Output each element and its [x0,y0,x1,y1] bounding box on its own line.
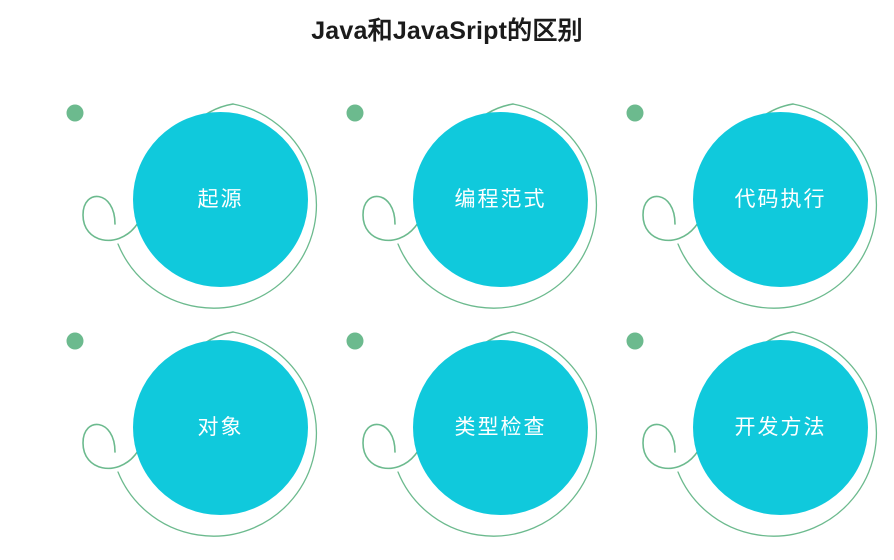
green-dot-icon [346,104,364,122]
node-disc-type-check[interactable]: 类型检查 [413,340,588,515]
diagram-node-type-check[interactable]: 类型检查 [346,325,615,555]
node-label-execution: 代码执行 [734,187,827,211]
node-disc-development[interactable]: 开发方法 [693,340,868,515]
node-disc-execution[interactable]: 代码执行 [693,112,868,287]
open-ring-icon [677,103,878,309]
open-ring-icon [117,331,318,537]
diagram-node-object[interactable]: 对象 [66,325,335,555]
diagram-node-development[interactable]: 开发方法 [626,325,894,555]
diagram-node-execution[interactable]: 代码执行 [626,97,894,327]
node-label-origin: 起源 [197,187,244,211]
node-disc-paradigm[interactable]: 编程范式 [413,112,588,287]
open-ring-icon [397,103,598,309]
node-label-object: 对象 [197,415,244,439]
node-disc-origin[interactable]: 起源 [133,112,308,287]
green-dot-icon [66,332,84,350]
node-disc-object[interactable]: 对象 [133,340,308,515]
node-label-type-check: 类型检查 [454,415,547,439]
green-dot-icon [626,104,644,122]
open-ring-icon [397,331,598,537]
open-ring-icon [677,331,878,537]
diagram-node-paradigm[interactable]: 编程范式 [346,97,615,327]
green-dot-icon [626,332,644,350]
green-dot-icon [346,332,364,350]
open-ring-icon [117,103,318,309]
node-label-development: 开发方法 [734,415,827,439]
node-label-paradigm: 编程范式 [454,187,547,211]
diagram-node-origin[interactable]: 起源 [66,97,335,327]
green-dot-icon [66,104,84,122]
page-title: Java和JavaSript的区别 [311,17,583,45]
